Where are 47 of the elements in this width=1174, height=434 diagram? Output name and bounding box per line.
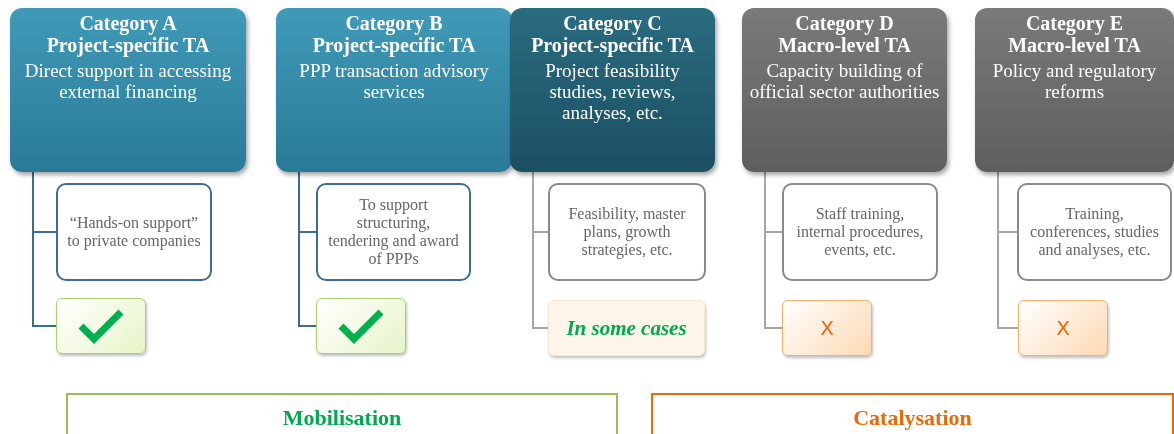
result-box — [1018, 300, 1108, 356]
category-subtitle: Project-specific TA — [46, 34, 210, 56]
category-description: Policy and regulatory reforms — [991, 60, 1158, 102]
description-box — [548, 183, 706, 281]
description-text: “Hands-on support” to private companies — [66, 214, 202, 250]
category-box — [742, 8, 947, 172]
result-box — [782, 300, 872, 356]
group-band — [66, 393, 618, 434]
category-title: Category E — [1025, 12, 1124, 34]
category-subtitle: Project-specific TA — [312, 34, 476, 56]
result-text: X — [1056, 316, 1070, 340]
band-title: Mobilisation — [282, 405, 402, 431]
category-box — [10, 8, 246, 172]
category-box — [975, 8, 1174, 172]
category-box — [510, 8, 715, 172]
connector-line — [532, 171, 549, 329]
result-text: X — [820, 316, 834, 340]
connector-line — [764, 171, 783, 329]
description-box — [56, 183, 212, 281]
connector-line — [298, 171, 317, 327]
category-subtitle: Macro-level TA — [778, 34, 911, 56]
description-text: Feasibility, master plans, growth strategies, etc. — [567, 205, 687, 259]
description-box — [782, 183, 938, 281]
category-description: Direct support in accessing external financing — [23, 60, 233, 102]
category-box — [276, 8, 512, 172]
category-subtitle: Macro-level TA — [1008, 34, 1141, 56]
description-box — [1017, 183, 1172, 281]
category-title: Category B — [345, 12, 443, 34]
category-title: Category C — [563, 12, 662, 34]
result-box — [548, 300, 705, 356]
category-description: Project feasibility studies, reviews, analyses, etc. — [544, 60, 681, 123]
result-box — [56, 298, 146, 354]
description-text: To support structuring, tendering and award of PPPs — [327, 196, 460, 268]
category-title: Category A — [79, 12, 177, 34]
group-band — [651, 393, 1174, 434]
result-text: In some cases — [566, 315, 687, 341]
description-box — [316, 183, 471, 281]
category-description: PPP transaction advisory services — [298, 60, 490, 102]
category-description: Capacity building of official sector authorities — [748, 60, 941, 102]
description-text: Training, conferences, studies and analyses, etc. — [1029, 205, 1160, 259]
category-subtitle: Project-specific TA — [531, 34, 694, 56]
band-title: Catalysation — [853, 405, 972, 431]
connector-line — [997, 171, 1019, 329]
result-box — [316, 298, 406, 354]
description-text: Staff training, internal procedures, events, etc. — [795, 205, 925, 259]
category-title: Category D — [795, 12, 894, 34]
connector-line — [32, 171, 57, 327]
